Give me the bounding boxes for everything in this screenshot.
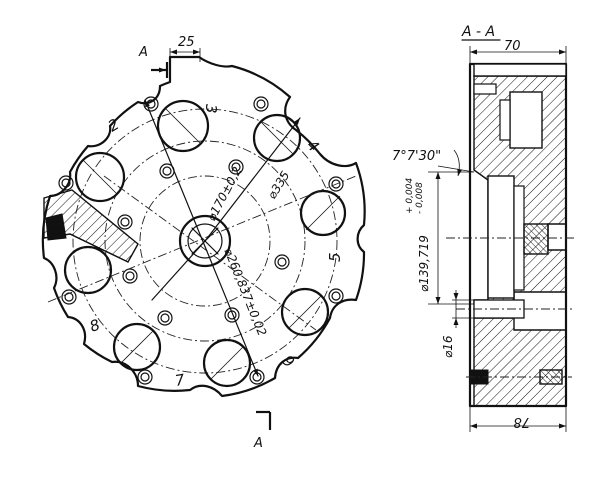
segment-number-8: 8	[87, 316, 102, 336]
segment-number-5: 5	[326, 252, 344, 262]
segment-number-2: 2	[105, 115, 122, 135]
section-label-top: A	[138, 45, 148, 60]
dim-width-label: 70	[504, 39, 521, 54]
dim-tol-lower-label: - 0,008	[415, 182, 425, 214]
segment-number-3: 3	[202, 104, 220, 114]
dim-hole-label: ⌀16	[441, 335, 455, 358]
dim-bolt-circle-label: ⌀260,837±0,02	[221, 246, 269, 338]
disc-outline	[41, 55, 366, 398]
front-view: A A 25 ⌀170±0,2 ⌀335 ⌀260,837±0,02 2 3 4…	[41, 35, 366, 451]
dim-bottom-width-label: 78	[513, 414, 530, 429]
dim-angle-label: 7°7'30"	[392, 149, 441, 164]
dim-inner-circle-label: ⌀170±0,2	[204, 164, 244, 223]
dim-top-width: 25	[169, 35, 201, 62]
dim-diameter-label: ⌀139,719	[417, 235, 431, 292]
segment-number-7: 7	[174, 370, 187, 389]
section-view: A - A 70 7°7'30"	[392, 24, 574, 432]
section-marker-bottom: A	[253, 410, 272, 451]
dim-tol-upper-label: + 0,004	[405, 178, 415, 214]
bolt-circle-inner	[139, 175, 271, 307]
section-marker-top: A	[138, 45, 169, 78]
section-view-title: A - A	[461, 24, 495, 40]
dim-top-width-label: 25	[178, 35, 195, 50]
section-label-bottom: A	[253, 436, 263, 451]
cutting-insert	[43, 189, 139, 263]
